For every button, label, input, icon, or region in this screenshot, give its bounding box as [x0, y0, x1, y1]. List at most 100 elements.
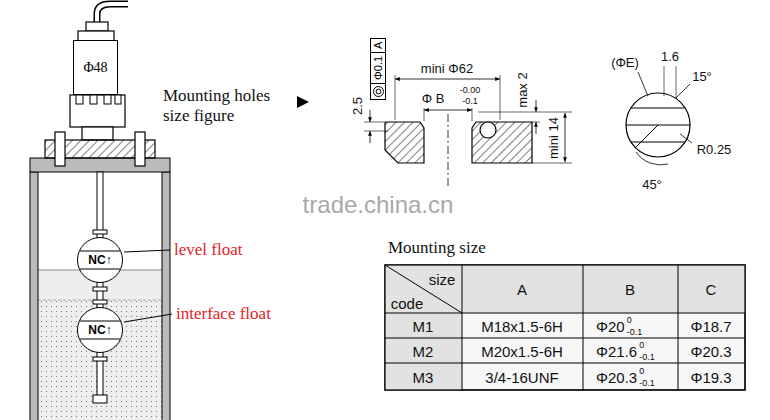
table-diagonal — [385, 265, 462, 313]
stem — [93, 172, 107, 403]
o-ring — [480, 122, 496, 138]
dimension: 45° — [642, 177, 662, 192]
table-header: B — [625, 281, 635, 298]
dimension-line — [395, 79, 500, 80]
table-code-fill — [385, 313, 462, 390]
dimension-line — [370, 131, 371, 143]
dimension: mini 14 — [546, 117, 561, 159]
end-nut — [93, 395, 107, 403]
table-cell: M3 — [413, 368, 434, 385]
tolerance: 0 — [639, 366, 644, 376]
dimension: Φ B — [422, 91, 445, 106]
table-cell: Φ20 — [596, 317, 625, 334]
table-header: A — [517, 281, 527, 298]
detail-line — [631, 142, 685, 143]
dimension-line — [536, 122, 537, 134]
cable-gland — [86, 22, 108, 31]
stop-collar — [93, 230, 107, 234]
tank — [30, 158, 170, 420]
float-seam — [79, 338, 119, 339]
neck — [82, 127, 113, 140]
collar-notch — [90, 95, 97, 104]
symbol-ring — [376, 89, 381, 94]
cable — [97, 4, 128, 24]
float-seam — [79, 250, 119, 251]
mounting-hole-section — [364, 75, 572, 186]
figure-caption: Mounting holes size figure — [163, 86, 295, 126]
table-rule — [462, 265, 463, 390]
dimension-line — [424, 110, 472, 111]
tolerance: -0.1 — [627, 327, 643, 337]
dimension-line — [565, 113, 566, 162]
table-body — [385, 265, 745, 390]
float-seam — [79, 268, 119, 269]
watermark: trade.china.cn — [303, 191, 454, 219]
table-rule — [678, 265, 679, 390]
detail-line — [631, 108, 685, 109]
table-cell: M18x1.5-6H — [481, 317, 563, 334]
tolerance-frame: Φ0.1 A — [370, 38, 386, 100]
dimension: 2.5 — [350, 97, 365, 115]
leader-line — [124, 250, 170, 252]
tank-wall — [30, 172, 38, 420]
dimension: max 2 — [515, 72, 530, 107]
pointer-arrow — [297, 96, 309, 108]
dimension-line — [370, 110, 371, 122]
table-cell: M1 — [413, 317, 434, 334]
tolerance: -0.1 — [462, 96, 478, 106]
tolerance: -0.00 — [460, 85, 481, 95]
extension-line — [664, 66, 665, 96]
frame-row: Φ0.1 A — [370, 38, 386, 100]
table-rule — [583, 265, 584, 390]
part-name: level float — [174, 240, 242, 260]
float-contact-label: NC↑ — [88, 253, 111, 267]
float-contact-label: NC↑ — [88, 323, 111, 337]
extension-line — [395, 75, 396, 120]
dimension: 15° — [692, 69, 712, 84]
lower-liquid — [38, 300, 162, 420]
stop-collar — [93, 300, 107, 304]
table-header-fill — [385, 265, 745, 313]
concentricity-symbol — [371, 84, 385, 99]
table-header: code — [391, 295, 424, 312]
castellated-collar — [70, 95, 125, 127]
table-header: size — [429, 271, 456, 288]
table-cell: Φ19.3 — [690, 368, 731, 385]
leader-line — [680, 134, 692, 143]
guide-stem — [97, 172, 103, 396]
table-rule — [385, 338, 745, 339]
bolt — [55, 132, 65, 166]
extension-line — [532, 163, 572, 164]
bolt — [135, 132, 145, 166]
table-cell: M20x1.5-6H — [481, 342, 563, 359]
table-cell: Φ21.6 — [596, 342, 637, 359]
collar-notch — [115, 95, 121, 104]
sensor-housing: Φ48 — [73, 40, 118, 95]
dimension-line — [536, 100, 537, 112]
frame-cell: A — [371, 39, 385, 53]
tank-wall — [162, 172, 170, 420]
groove-detail — [626, 66, 692, 165]
frame-cell: Φ0.1 — [371, 53, 385, 84]
center-line — [448, 114, 449, 186]
tolerance-value: Φ0.1 — [372, 56, 384, 80]
dimension: R0.25 — [697, 142, 732, 157]
table-grid — [385, 265, 745, 390]
section-left — [385, 122, 424, 163]
extension-line — [424, 108, 425, 121]
table-border — [385, 265, 745, 390]
cable-core — [97, 4, 128, 24]
stop-collar — [93, 287, 107, 291]
extension-line — [478, 112, 572, 113]
tolerance-value: A — [372, 42, 384, 49]
extension-line — [676, 66, 677, 98]
dimension: mini Φ62 — [421, 61, 473, 76]
table-title: Mounting size — [388, 238, 486, 258]
table-cell: 3/4-16UNF — [485, 368, 558, 385]
extension-line — [472, 108, 473, 121]
tank-lid — [30, 158, 170, 172]
table-cell: Φ18.7 — [690, 317, 731, 334]
section-right — [472, 122, 532, 163]
table-cell: M2 — [413, 342, 434, 359]
